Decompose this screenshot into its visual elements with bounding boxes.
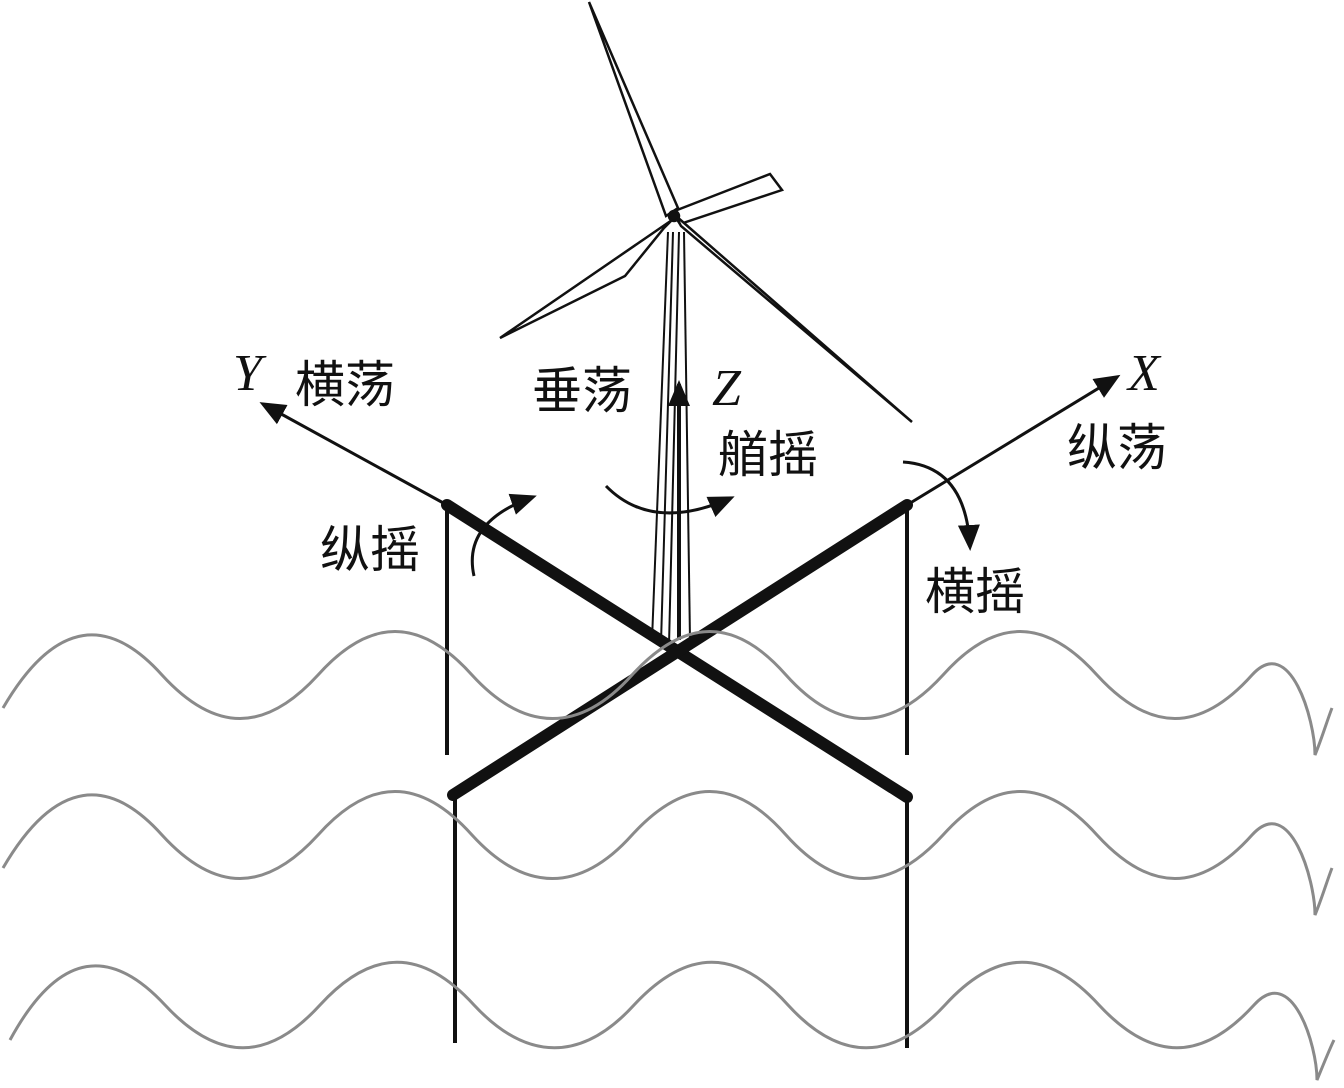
pitch-label: 纵摇 [320, 521, 420, 579]
x-axis-arrow [906, 374, 1121, 507]
blade-lower-right [674, 215, 913, 423]
turbine-rotor [499, 1, 913, 423]
sway-label: 横荡 [295, 356, 395, 414]
z-axis-label: Z [712, 360, 741, 417]
pitch-rotation-arrow [470, 493, 537, 577]
heave-label: 垂荡 [532, 362, 632, 420]
yaw-label: 艏摇 [718, 426, 818, 484]
platform-front-legs [453, 797, 909, 1048]
turbine-tower [651, 231, 691, 646]
platform-back-legs [445, 505, 909, 755]
y-axis-label: Y [233, 345, 262, 402]
sea-waves [1, 630, 1336, 1081]
roll-rotation-arrow [902, 460, 980, 551]
wave-2 [1, 790, 1334, 916]
blade-right [670, 172, 785, 226]
wave-1 [1, 630, 1334, 756]
y-axis-arrow [259, 402, 448, 507]
blade-left [499, 218, 673, 340]
wave-3 [8, 960, 1336, 1081]
roll-label: 横摇 [925, 563, 1025, 621]
rotation-arrows [470, 460, 980, 577]
blade-upper [587, 1, 680, 218]
surge-label: 纵荡 [1067, 419, 1167, 477]
platform-beams [441, 499, 913, 803]
hub [667, 209, 681, 223]
beam-back-right-to-front-left [447, 499, 913, 801]
yaw-rotation-arrow [604, 484, 735, 517]
x-axis-label: X [1128, 345, 1160, 402]
